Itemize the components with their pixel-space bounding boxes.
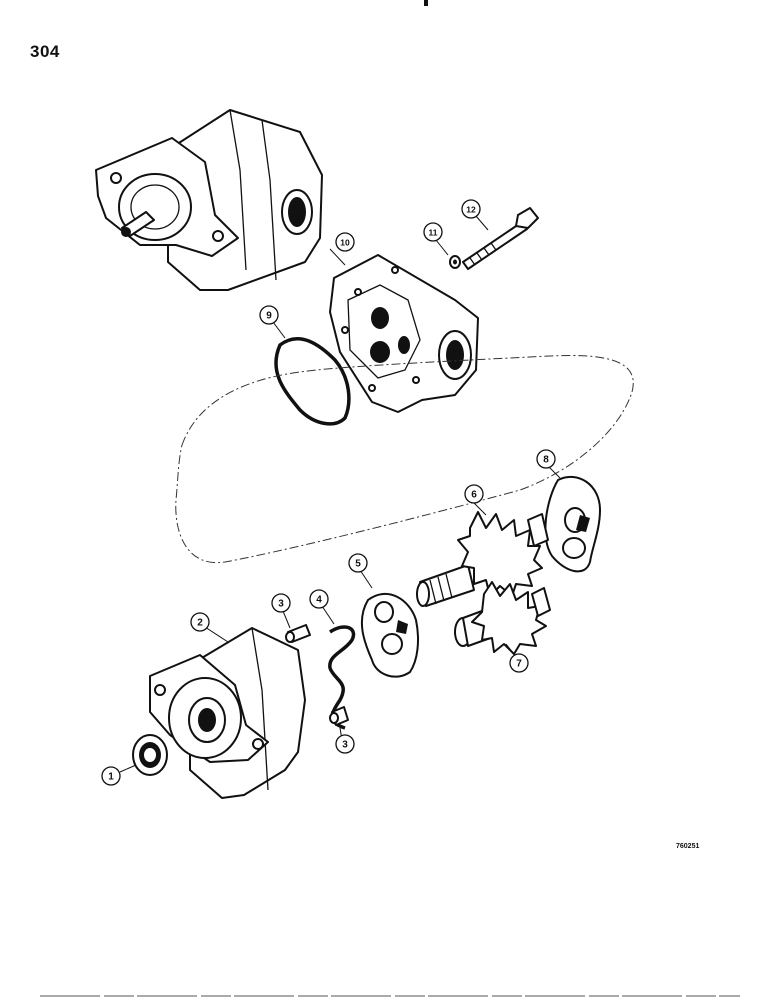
top-edge-mark	[424, 0, 428, 6]
callout-9-label: 9	[266, 311, 272, 322]
wear-plate-rear-illustration	[544, 475, 601, 573]
callout-4: 4	[309, 589, 329, 609]
drive-gear-illustration	[416, 511, 549, 607]
seal-illustration	[328, 625, 356, 730]
callout-7: 7	[509, 653, 529, 673]
callout-11-label: 11	[429, 228, 438, 238]
dowel-pin-lower-illustration	[329, 706, 349, 726]
callout-3-upper-label: 3	[278, 599, 284, 610]
callout-11: 11	[423, 222, 443, 242]
callout-5-label: 5	[355, 559, 361, 570]
leader-lines	[119, 215, 561, 773]
driven-gear-illustration	[454, 581, 551, 655]
callout-12-label: 12	[466, 205, 476, 215]
o-ring-illustration	[274, 337, 351, 426]
wear-plate-front-illustration	[360, 593, 419, 678]
callout-6-label: 6	[471, 490, 477, 501]
page-number: 304	[30, 42, 60, 61]
callout-10: 10	[335, 232, 355, 252]
rear-cover-illustration	[329, 254, 479, 413]
callout-8: 8	[536, 449, 556, 469]
figure-reference-code: 760251	[676, 843, 700, 850]
callout-10-label: 10	[340, 238, 350, 248]
assembled-pump-illustration	[95, 109, 323, 291]
callout-3-lower-label: 3	[342, 740, 348, 751]
callout-12: 12	[461, 199, 481, 219]
seal-loop-outline	[175, 355, 634, 564]
callout-1: 1	[101, 766, 121, 786]
callout-8-label: 8	[543, 455, 549, 466]
callout-1-label: 1	[108, 772, 114, 783]
callout-6: 6	[464, 484, 484, 504]
callout-9: 9	[259, 305, 279, 325]
shaft-seal-illustration	[132, 734, 168, 776]
callout-2-label: 2	[197, 618, 203, 629]
pump-body-illustration	[149, 627, 306, 799]
callout-4-label: 4	[316, 595, 322, 606]
callout-2: 2	[190, 612, 210, 632]
callout-3-lower: 3	[335, 734, 355, 754]
screw-and-washer-illustration	[449, 207, 539, 270]
callout-7-label: 7	[516, 659, 522, 670]
callout-3-upper: 3	[271, 593, 291, 613]
callout-5: 5	[348, 553, 368, 573]
dowel-pin-upper-illustration	[285, 624, 311, 643]
